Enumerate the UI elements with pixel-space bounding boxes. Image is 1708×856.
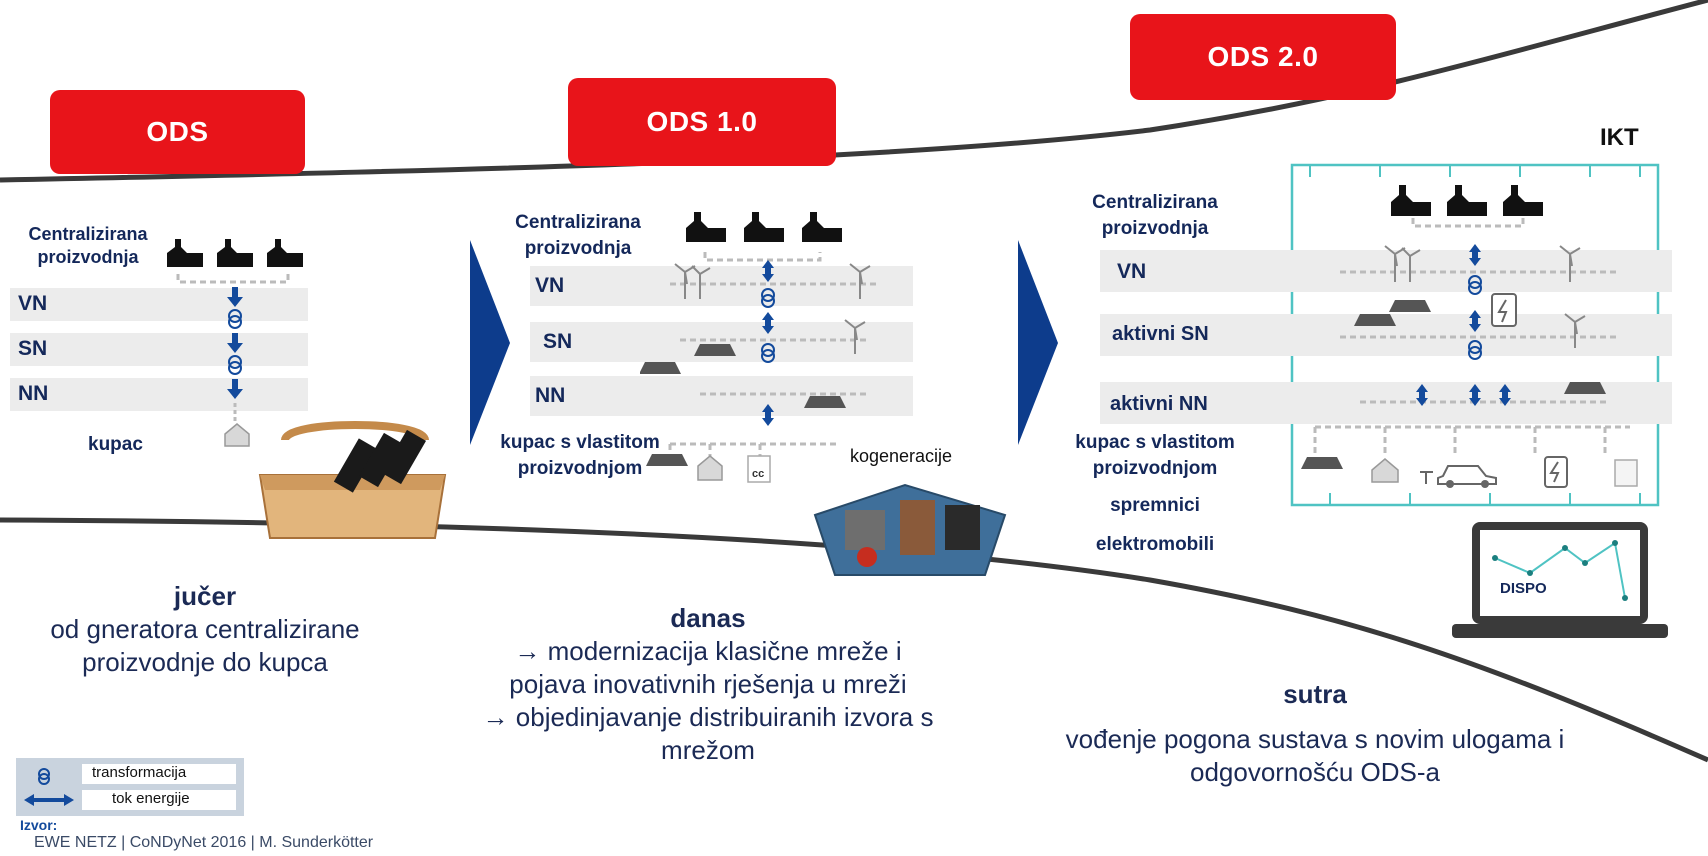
col1-level-vn: VN: [18, 292, 48, 315]
toolbox-icon: [258, 421, 447, 539]
dispo-label: DISPO: [1500, 580, 1547, 597]
top-curve: [0, 0, 1708, 183]
col2-band-vn: [530, 266, 913, 306]
source-text: EWE NETZ | CoNDyNet 2016 | M. Sunderkött…: [34, 834, 374, 851]
tomorrow-block: sutra vođenje pogona sustava s novim ulo…: [1055, 678, 1575, 789]
legend-energy-flow: tok energije: [82, 790, 236, 810]
col3-battery-icon: [1491, 293, 1517, 327]
ikt-label: IKT: [1600, 124, 1639, 151]
col2-cogeneration-label: kogeneracije: [850, 446, 953, 466]
col3-car-icon: [1420, 465, 1497, 488]
col3-customer-label: kupac s vlastitom proizvodnjom: [1075, 432, 1235, 479]
legend-box: transformacija tok energije: [16, 758, 244, 816]
today-title: danas: [670, 603, 746, 633]
today-line2: → objedinjavanje distribuiranih izvora s…: [482, 702, 934, 765]
chevron-1: [470, 240, 510, 445]
col1-production-label: Centralizirana proizvodnja: [28, 224, 148, 267]
chevron-2: [1018, 240, 1058, 445]
legend-icons: [24, 768, 74, 806]
col1-powerplant-icons: [167, 239, 303, 267]
col3-grid-diagram: [1301, 244, 1638, 488]
source-label: Izvor:: [20, 817, 58, 833]
col2-level-nn: NN: [535, 384, 566, 407]
col1-band-vn: [10, 288, 308, 321]
tomorrow-text: vođenje pogona sustava s novim ulogama i…: [1065, 724, 1565, 787]
col1-feed-lines: [176, 274, 290, 284]
col3-solar-panel-icons: [1301, 300, 1606, 469]
legend-transformation: transformacija: [82, 764, 236, 784]
col2-grid-diagram: [640, 252, 880, 483]
col1-level-sn: SN: [18, 337, 48, 360]
yesterday-title: jučer: [173, 581, 237, 611]
col3-powerplant-icons: [1391, 185, 1543, 228]
yesterday-text: od gneratora centralizirane proizvodnje …: [50, 614, 360, 677]
col1-band-sn: [10, 333, 308, 366]
stage-ods2-label: ODS 2.0: [1130, 14, 1396, 100]
col2-powerplant-icons: [686, 212, 842, 242]
dispo-laptop-icon: [1452, 522, 1668, 638]
col2-house-icon: [697, 455, 723, 481]
col2-customer-label: kupac s vlastitom proizvodnjom: [500, 432, 660, 479]
cogeneration-plant-icon: [813, 483, 1007, 576]
col1-customer-label: kupac: [88, 434, 143, 455]
col2-production-label: Centralizirana proizvodnja: [515, 212, 641, 259]
today-line1: → modernizacija klasične mreže i pojava …: [509, 636, 907, 699]
col3-evs-label: elektromobili: [1095, 534, 1215, 555]
col3-wind-turbine-icons: [1384, 245, 1586, 348]
col3-level-sn: aktivni SN: [1112, 323, 1209, 345]
wind-turbine-icons: [674, 263, 871, 354]
col1-level-nn: NN: [18, 382, 49, 405]
col3-storage-label: spremnici: [1110, 495, 1200, 516]
col1-band-nn: [10, 378, 308, 411]
col3-level-nn: aktivni NN: [1110, 393, 1208, 415]
stage-ods-label: ODS: [50, 90, 305, 174]
yesterday-block: jučer od gneratora centralizirane proizv…: [10, 580, 400, 679]
col3-house-icon: [1371, 458, 1399, 483]
col2-level-sn: SN: [543, 330, 573, 353]
col3-appliance-icon: [1614, 459, 1638, 487]
tomorrow-title: sutra: [1283, 679, 1347, 709]
col2-band-nn: [530, 376, 913, 416]
stage-ods1-label: ODS 1.0: [568, 78, 836, 166]
col2-level-vn: VN: [535, 274, 565, 297]
today-block: danas → modernizacija klasične mreže i p…: [478, 602, 938, 767]
solar-panel-icons: [640, 344, 846, 466]
col1-energy-flow-arrows: [227, 287, 243, 423]
col1-house-icon: [224, 423, 250, 447]
col3-level-vn: VN: [1117, 260, 1147, 283]
col2-small-label: cc: [752, 468, 765, 480]
col3-production-label: Centralizirana proizvodnja: [1092, 192, 1218, 239]
